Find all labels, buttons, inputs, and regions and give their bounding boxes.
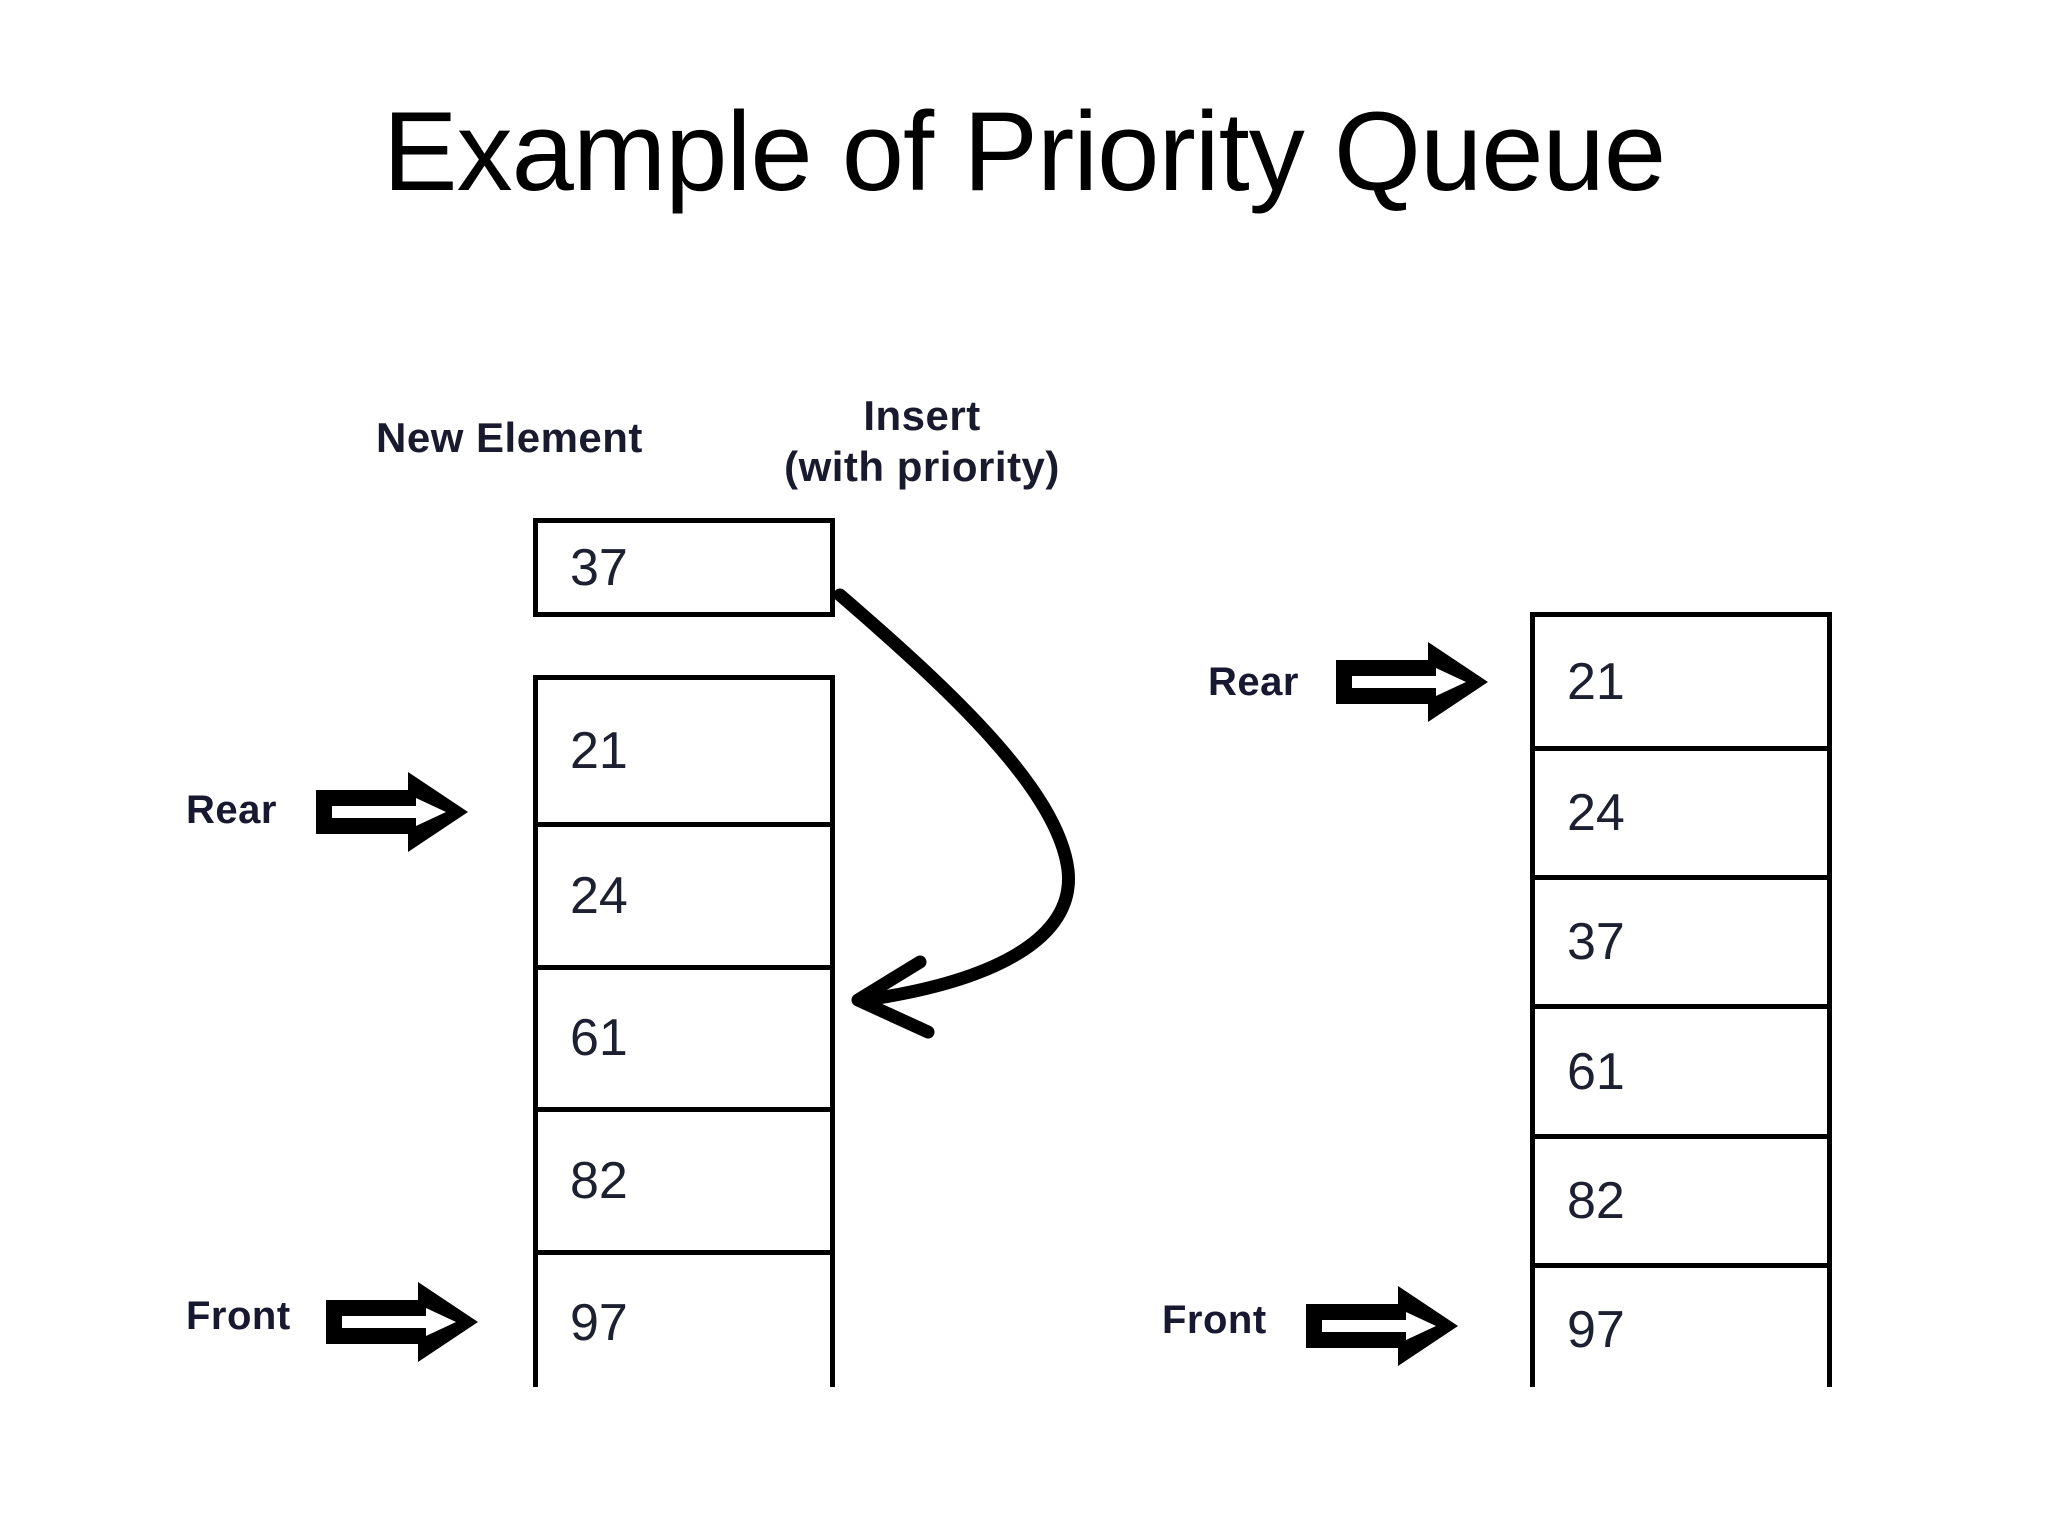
- left-queue-value-3: 82: [570, 1151, 628, 1210]
- right-queue-front-label: Front: [1162, 1298, 1267, 1342]
- left-queue-value-4: 97: [570, 1294, 628, 1353]
- right-queue-value-3: 61: [1567, 1042, 1625, 1101]
- left-queue-value-1: 24: [570, 867, 628, 926]
- left-queue-cell-2: 61: [538, 964, 830, 1108]
- right-queue-cell-5: 97: [1535, 1262, 1827, 1392]
- right-queue-value-4: 82: [1567, 1171, 1625, 1230]
- right-queue-cell-0: 21: [1535, 617, 1827, 747]
- right-queue-value-5: 97: [1567, 1300, 1625, 1359]
- insert-label-line2: (with priority): [784, 443, 1060, 491]
- left-queue-cell-1: 24: [538, 822, 830, 965]
- insert-label-line1: Insert: [863, 392, 981, 439]
- right-queue-cell-3: 61: [1535, 1004, 1827, 1134]
- new-element-value: 37: [570, 538, 628, 597]
- right-queue-value-1: 24: [1567, 784, 1625, 843]
- left-queue-cell-3: 82: [538, 1107, 830, 1250]
- new-element-box: 37: [533, 518, 835, 617]
- left-queue-front-label: Front: [186, 1294, 291, 1338]
- right-queue: 21 24 37 61 82 97: [1530, 612, 1832, 1392]
- left-queue-rear-label: Rear: [186, 788, 277, 832]
- right-queue-cell-1: 24: [1535, 746, 1827, 876]
- left-queue-rear-pointer-arrow-icon: [316, 772, 468, 852]
- left-queue-cell-0: 21: [538, 680, 830, 823]
- left-queue: 21 24 61 82 97: [533, 675, 835, 1392]
- right-queue-front-pointer-arrow-icon: [1306, 1286, 1458, 1366]
- new-element-label: New Element: [376, 414, 643, 461]
- insert-with-priority-label: Insert (with priority): [722, 390, 1122, 492]
- right-queue-cell-4: 82: [1535, 1133, 1827, 1263]
- right-queue-value-0: 21: [1567, 652, 1625, 711]
- right-queue-rear-label: Rear: [1208, 660, 1299, 704]
- new-element-cell: 37: [538, 523, 830, 612]
- curved-arrow-icon: [833, 588, 1075, 1039]
- left-queue-front-pointer-arrow-icon: [326, 1282, 478, 1362]
- left-queue-value-2: 61: [570, 1009, 628, 1068]
- left-queue-cell-4: 97: [538, 1249, 830, 1392]
- right-queue-value-2: 37: [1567, 913, 1625, 972]
- page-title: Example of Priority Queue: [382, 89, 1666, 214]
- right-queue-cell-2: 37: [1535, 875, 1827, 1005]
- left-queue-value-0: 21: [570, 722, 628, 781]
- right-queue-rear-pointer-arrow-icon: [1336, 642, 1488, 722]
